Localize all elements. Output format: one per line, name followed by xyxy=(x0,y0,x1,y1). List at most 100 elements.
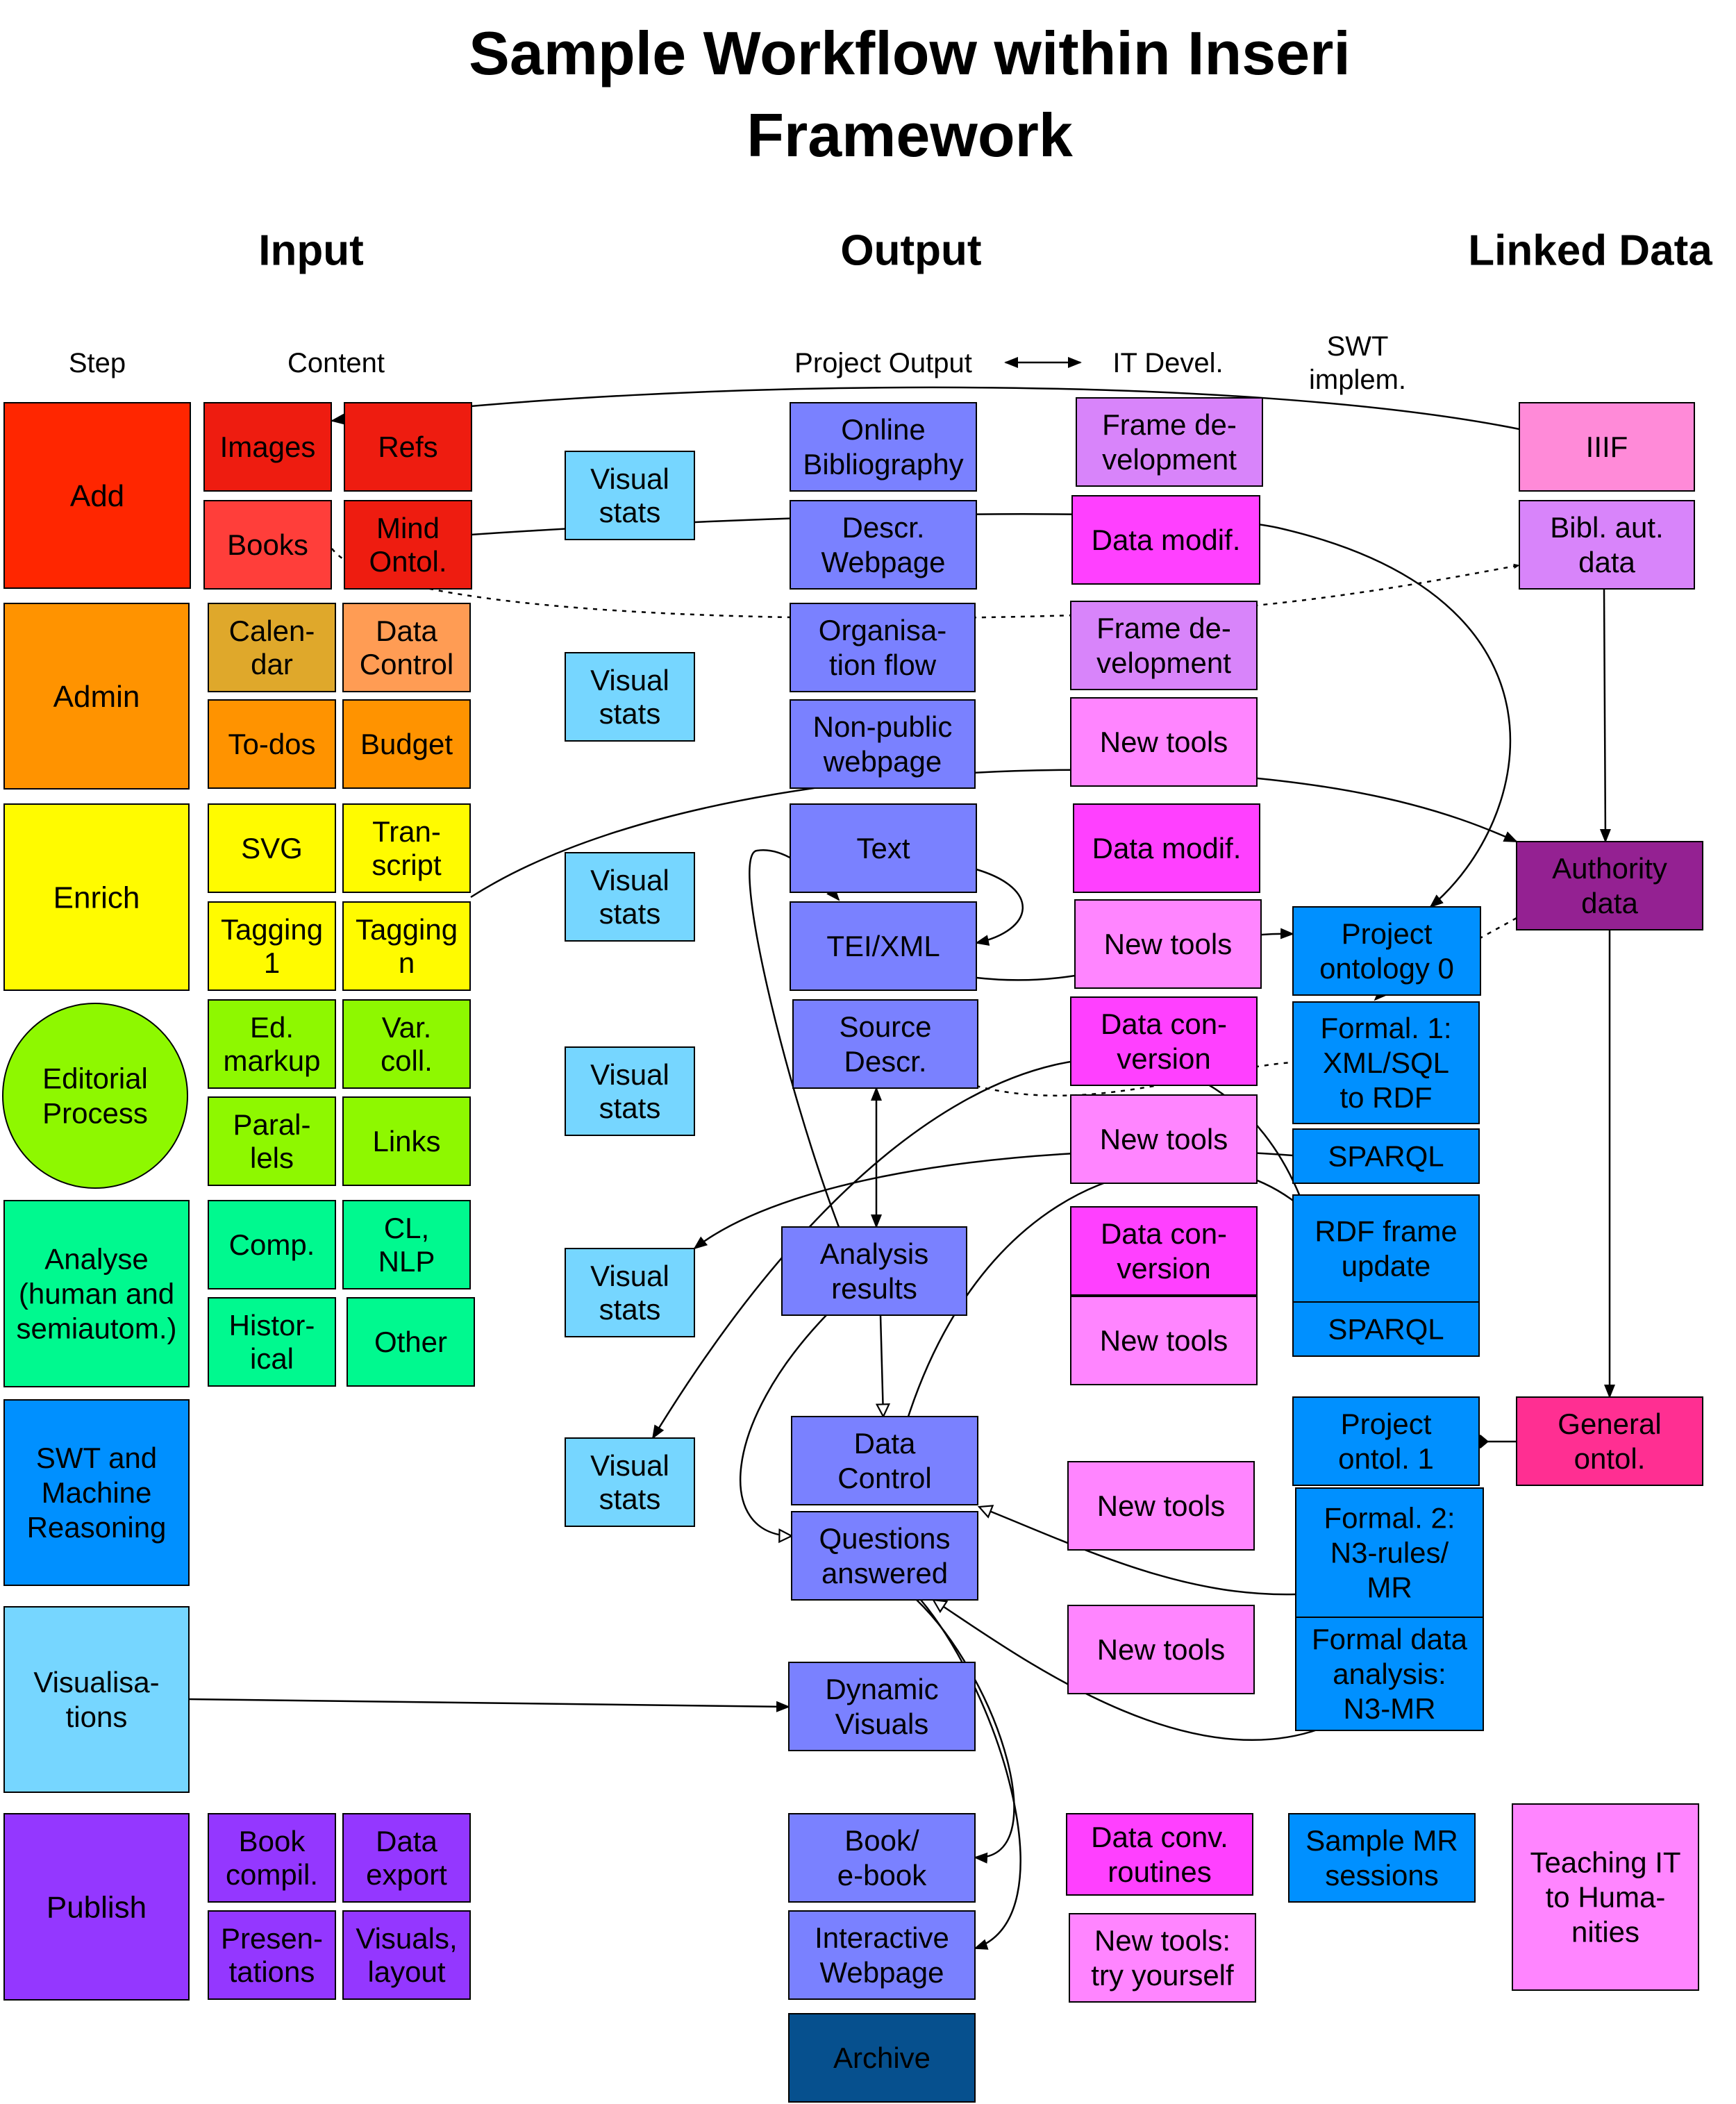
it-new-tools-4 xyxy=(1070,1296,1258,1385)
content-svg-label: SVG xyxy=(241,832,303,865)
output-descr-webpage xyxy=(790,500,977,590)
output-online-bib xyxy=(790,402,977,492)
output-nonpublic xyxy=(790,699,976,789)
ld-iiif xyxy=(1519,402,1695,492)
output-data-control xyxy=(791,1416,978,1505)
header-input: Input xyxy=(258,227,364,275)
connector-analysis-questions xyxy=(739,1314,827,1536)
content-historical xyxy=(208,1297,336,1387)
connector-bibl-aut-authority xyxy=(1599,588,1611,843)
connector-authority-formal1 xyxy=(1374,917,1517,1001)
swt-sparql-1-label: SPARQL xyxy=(1328,1140,1444,1173)
output-book-ebook-label: Book/e-book xyxy=(837,1824,927,1892)
step-add-label: Add xyxy=(70,479,124,513)
swt-formal2-label: Formal. 2:N3-rules/MR xyxy=(1324,1502,1455,1604)
content-refs-label: Refs xyxy=(378,431,437,463)
content-presentations-label: Presen-tations xyxy=(221,1922,323,1988)
it-data-conversion-1-label: Data con-version xyxy=(1101,1008,1227,1075)
output-tei xyxy=(790,901,977,991)
it-data-modif-2-label: Data modif. xyxy=(1092,832,1242,865)
ld-iiif-label: IIIF xyxy=(1586,431,1628,463)
content-tagging1 xyxy=(208,901,336,991)
content-budget-label: Budget xyxy=(360,728,453,760)
content-comp-label: Comp. xyxy=(229,1228,315,1261)
content-calendar-label: Calen-dar xyxy=(229,615,315,681)
header-linked-data: Linked Data xyxy=(1468,227,1712,275)
boxes xyxy=(2,397,1703,2103)
visual-stats-5 xyxy=(565,1248,695,1337)
visual-stats-1 xyxy=(565,451,695,540)
it-new-tools-4-label: New tools xyxy=(1100,1324,1228,1357)
output-org-flow-label: Organisa-tion flow xyxy=(819,614,946,681)
connector-visualisations-dynamic xyxy=(188,1698,790,1712)
output-analysis-results xyxy=(781,1226,967,1316)
content-transcript-label: Tran-script xyxy=(372,815,442,881)
output-descr-webpage-label: Descr.Webpage xyxy=(821,511,945,578)
content-images xyxy=(203,402,332,492)
swt-rdf-update xyxy=(1292,1194,1480,1303)
content-mind-ontol xyxy=(344,500,472,590)
content-todos-label: To-dos xyxy=(228,728,315,760)
it-frame-dev-2-label: Frame de-velopment xyxy=(1096,612,1231,679)
swt-project-ontology0 xyxy=(1292,906,1481,996)
content-parallels xyxy=(208,1096,336,1186)
output-book-ebook xyxy=(788,1813,976,1903)
content-comp xyxy=(208,1200,336,1289)
it-data-conversion-2-label: Data con-version xyxy=(1101,1217,1227,1285)
it-new-tools-6-label: New tools xyxy=(1097,1633,1225,1666)
swt-sample-mr xyxy=(1288,1813,1476,1903)
ld-authority xyxy=(1516,841,1703,930)
content-taggingn xyxy=(342,901,471,991)
step-admin-label: Admin xyxy=(53,680,140,714)
content-cl-nlp xyxy=(342,1200,471,1289)
content-ed-markup xyxy=(208,999,336,1089)
it-frame-dev-1 xyxy=(1076,397,1263,487)
output-text-label: Text xyxy=(856,832,910,865)
it-new-tools-3-label: New tools xyxy=(1100,1123,1228,1155)
it-data-conversion-1 xyxy=(1070,996,1258,1086)
step-enrich-label: Enrich xyxy=(53,880,140,915)
output-archive xyxy=(788,2013,976,2103)
step-add xyxy=(3,402,191,589)
it-data-conv-routines xyxy=(1066,1813,1253,1896)
output-archive-label: Archive xyxy=(833,2042,930,2074)
it-data-conv-routines-label: Data conv.routines xyxy=(1091,1821,1228,1888)
content-refs xyxy=(344,402,472,492)
connector-formal-data-questions xyxy=(933,1600,1320,1742)
content-other-label: Other xyxy=(374,1326,447,1358)
col-it-devel: IT Devel. xyxy=(1112,348,1223,378)
it-new-tools-3 xyxy=(1070,1094,1258,1184)
content-ed-markup-label: Ed.markup xyxy=(223,1011,320,1077)
it-frame-dev-2 xyxy=(1070,601,1258,690)
swt-sparql-2 xyxy=(1292,1301,1480,1357)
swt-sparql-1 xyxy=(1292,1128,1480,1184)
it-new-tools-2 xyxy=(1074,899,1262,989)
it-new-tools-1 xyxy=(1070,697,1258,787)
content-books-label: Books xyxy=(227,528,308,561)
output-questions xyxy=(791,1511,978,1601)
step-enrich xyxy=(3,803,190,991)
ld-teaching xyxy=(1512,1803,1699,1991)
content-historical-label: Histor-ical xyxy=(229,1309,315,1375)
it-data-conversion-2 xyxy=(1070,1206,1258,1296)
it-new-tools-6 xyxy=(1067,1605,1255,1694)
connector-iiif-images xyxy=(331,386,1520,431)
output-text xyxy=(790,803,977,893)
